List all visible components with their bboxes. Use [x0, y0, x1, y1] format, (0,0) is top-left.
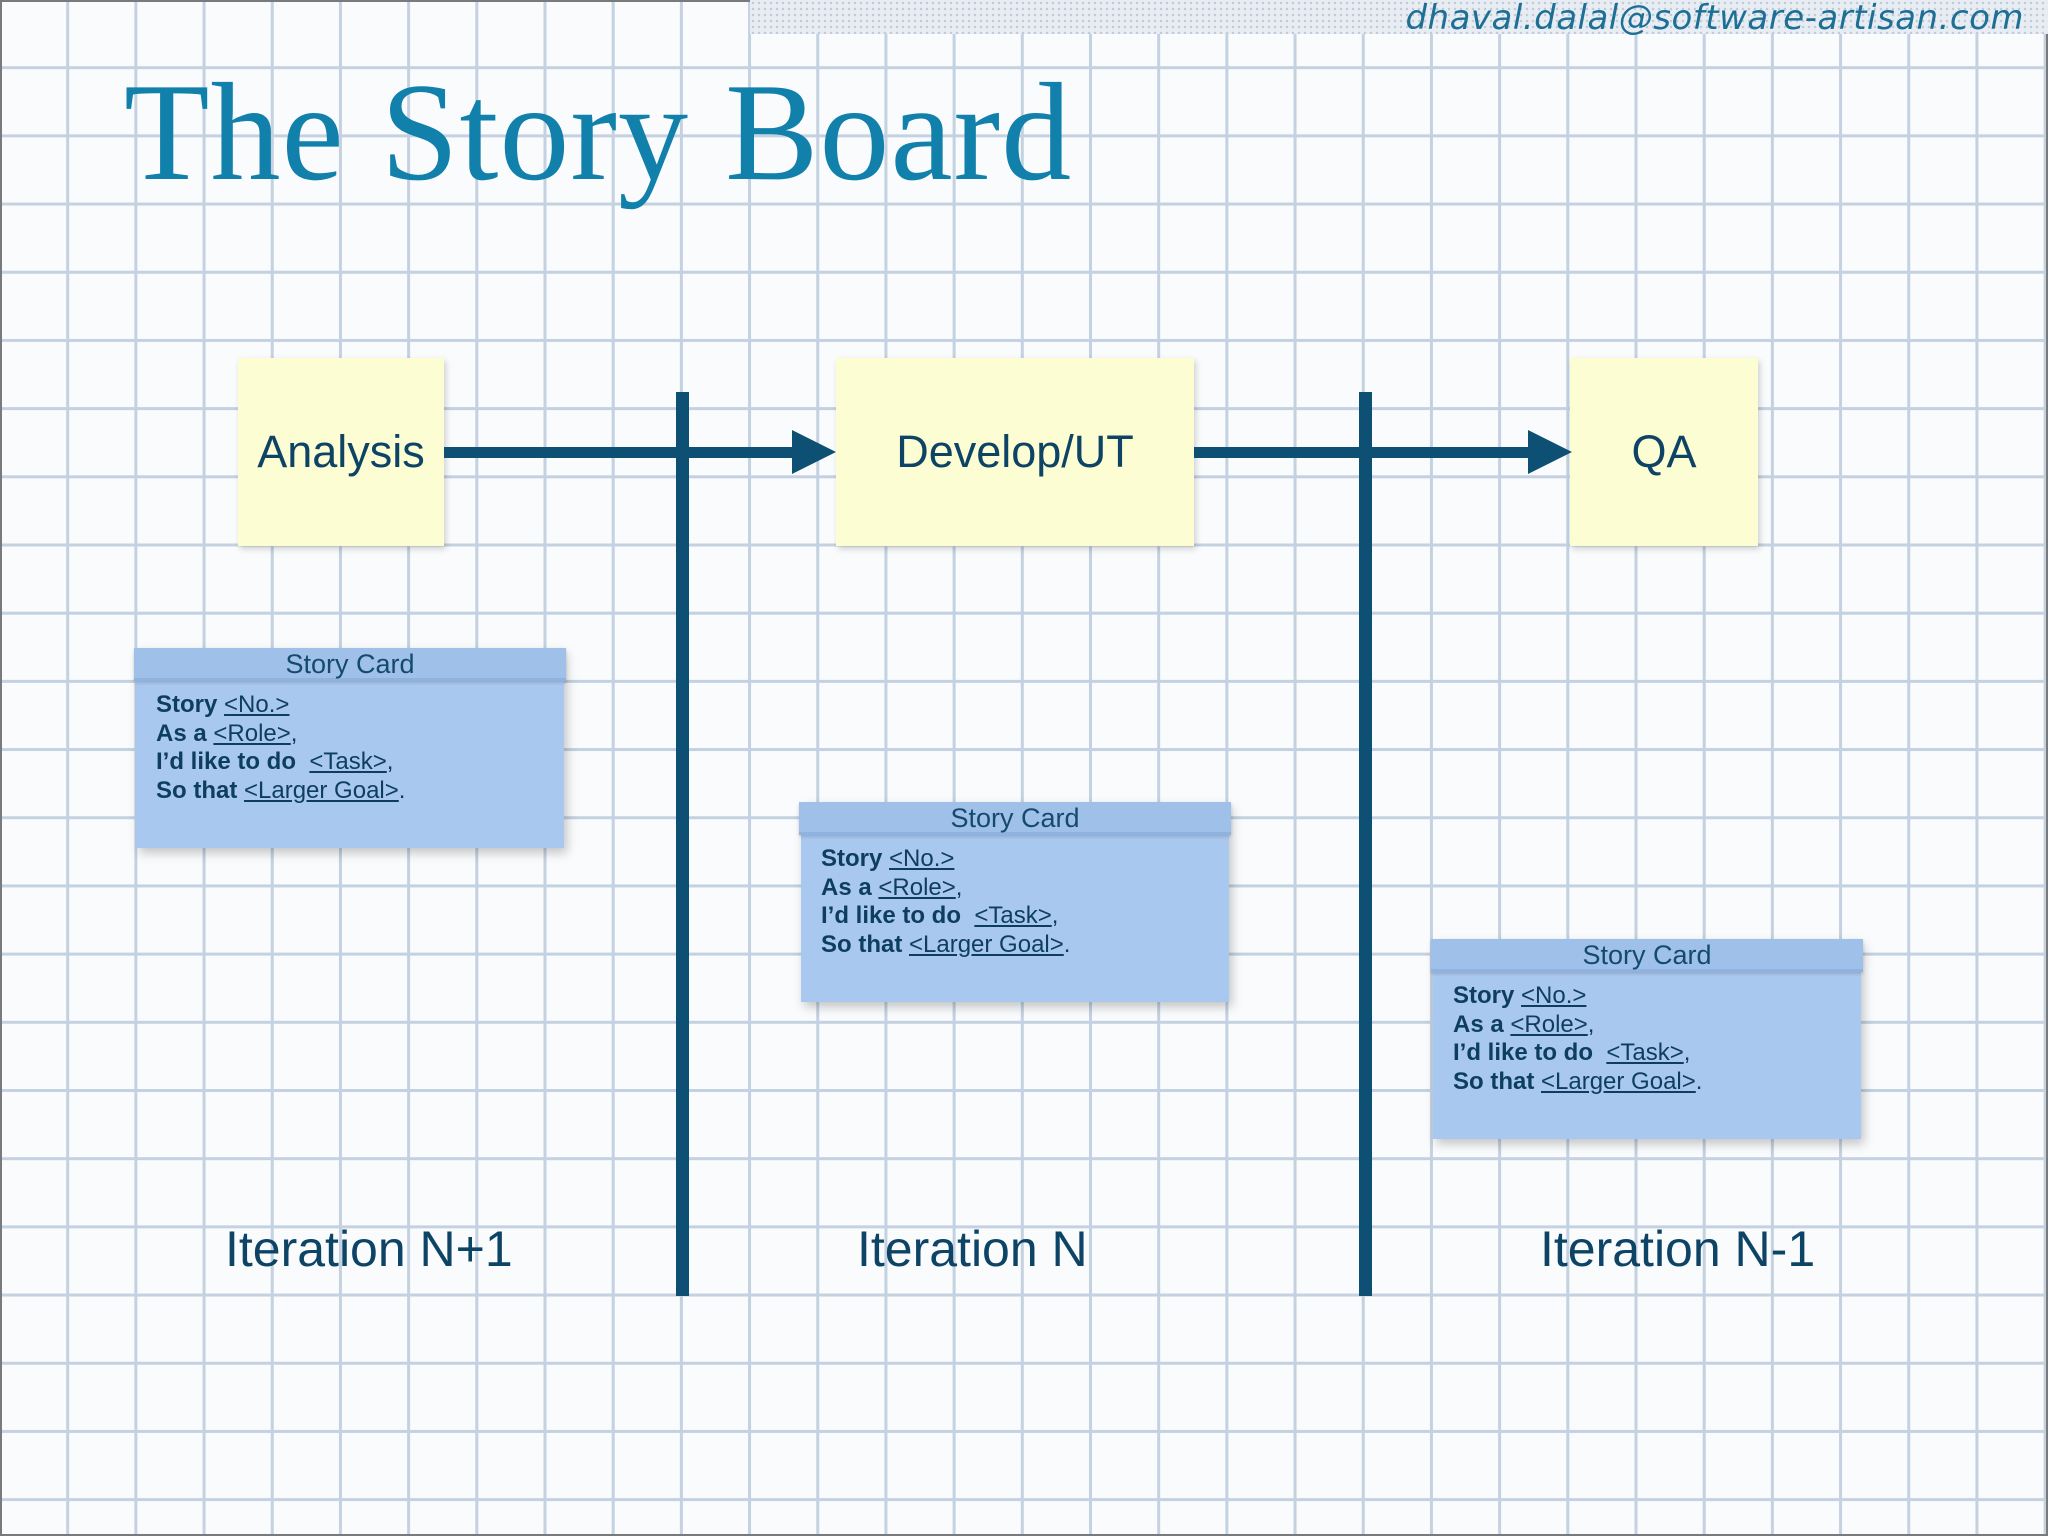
role-label: As a — [821, 873, 872, 901]
task-label: I’d like to do — [1453, 1039, 1594, 1066]
story-card: Story Card Story <No.> As a <Role>, I’d … — [1431, 939, 1863, 1139]
slide-title: The Story Board — [124, 55, 1073, 210]
task-placeholder: <Task> — [974, 902, 1052, 929]
story-label: Story — [1453, 982, 1515, 1009]
task-label: I’d like to do — [156, 748, 297, 775]
goal-placeholder: <Larger Goal> — [909, 930, 1064, 958]
stage-analysis: Analysis — [238, 358, 444, 546]
stage-label: Develop/UT — [896, 426, 1134, 477]
header-band — [750, 0, 2048, 34]
role-label: As a — [156, 719, 207, 747]
iteration-divider-right — [1359, 392, 1372, 1296]
punctuation: , — [1051, 902, 1059, 929]
stage-qa: QA — [1570, 358, 1758, 546]
task-placeholder: <Task> — [309, 748, 387, 775]
role-placeholder: <Role> — [878, 873, 956, 901]
punctuation: , — [1587, 1010, 1595, 1038]
punctuation: , — [290, 719, 298, 747]
story-card-title: Story Card — [1431, 939, 1863, 972]
role-placeholder: <Role> — [1510, 1010, 1588, 1038]
stage-label: QA — [1631, 426, 1697, 477]
story-card-body: Story <No.> As a <Role>, I’d like to do … — [1433, 972, 1861, 1096]
goal-label: So that — [821, 930, 903, 958]
story-number-placeholder: <No.> — [1521, 982, 1587, 1009]
story-card: Story Card Story <No.> As a <Role>, I’d … — [134, 648, 566, 848]
stage-develop-ut: Develop/UT — [836, 358, 1194, 546]
iteration-label-n-plus-1: Iteration N+1 — [225, 1221, 513, 1277]
story-card: Story Card Story <No.> As a <Role>, I’d … — [799, 802, 1231, 1002]
iteration-divider-left — [676, 392, 689, 1296]
role-placeholder: <Role> — [213, 719, 291, 747]
goal-placeholder: <Larger Goal> — [244, 776, 399, 804]
iteration-label-n-minus-1: Iteration N-1 — [1540, 1221, 1816, 1277]
story-card-body: Story <No.> As a <Role>, I’d like to do … — [136, 681, 564, 805]
arrow-analysis-to-develop — [444, 447, 796, 458]
goal-label: So that — [1453, 1067, 1535, 1095]
role-label: As a — [1453, 1010, 1504, 1038]
story-card-title: Story Card — [134, 648, 566, 681]
arrow-head-to-qa — [1528, 430, 1572, 474]
punctuation: . — [398, 776, 406, 804]
arrow-head-to-develop — [792, 430, 836, 474]
story-number-placeholder: <No.> — [224, 691, 290, 718]
story-label: Story — [821, 845, 883, 872]
punctuation: , — [1683, 1039, 1691, 1066]
story-number-placeholder: <No.> — [889, 845, 955, 872]
task-label: I’d like to do — [821, 902, 962, 929]
story-card-title: Story Card — [799, 802, 1231, 835]
story-label: Story — [156, 691, 218, 718]
author-email: dhaval.dalal@software-artisan.com — [1405, 0, 2024, 38]
punctuation: . — [1695, 1067, 1703, 1095]
story-card-body: Story <No.> As a <Role>, I’d like to do … — [801, 835, 1229, 959]
task-placeholder: <Task> — [1606, 1039, 1684, 1066]
punctuation: , — [955, 873, 963, 901]
goal-label: So that — [156, 776, 238, 804]
punctuation: . — [1063, 930, 1071, 958]
punctuation: , — [386, 748, 394, 775]
stage-label: Analysis — [257, 426, 425, 477]
iteration-label-n: Iteration N — [857, 1221, 1088, 1277]
goal-placeholder: <Larger Goal> — [1541, 1067, 1696, 1095]
